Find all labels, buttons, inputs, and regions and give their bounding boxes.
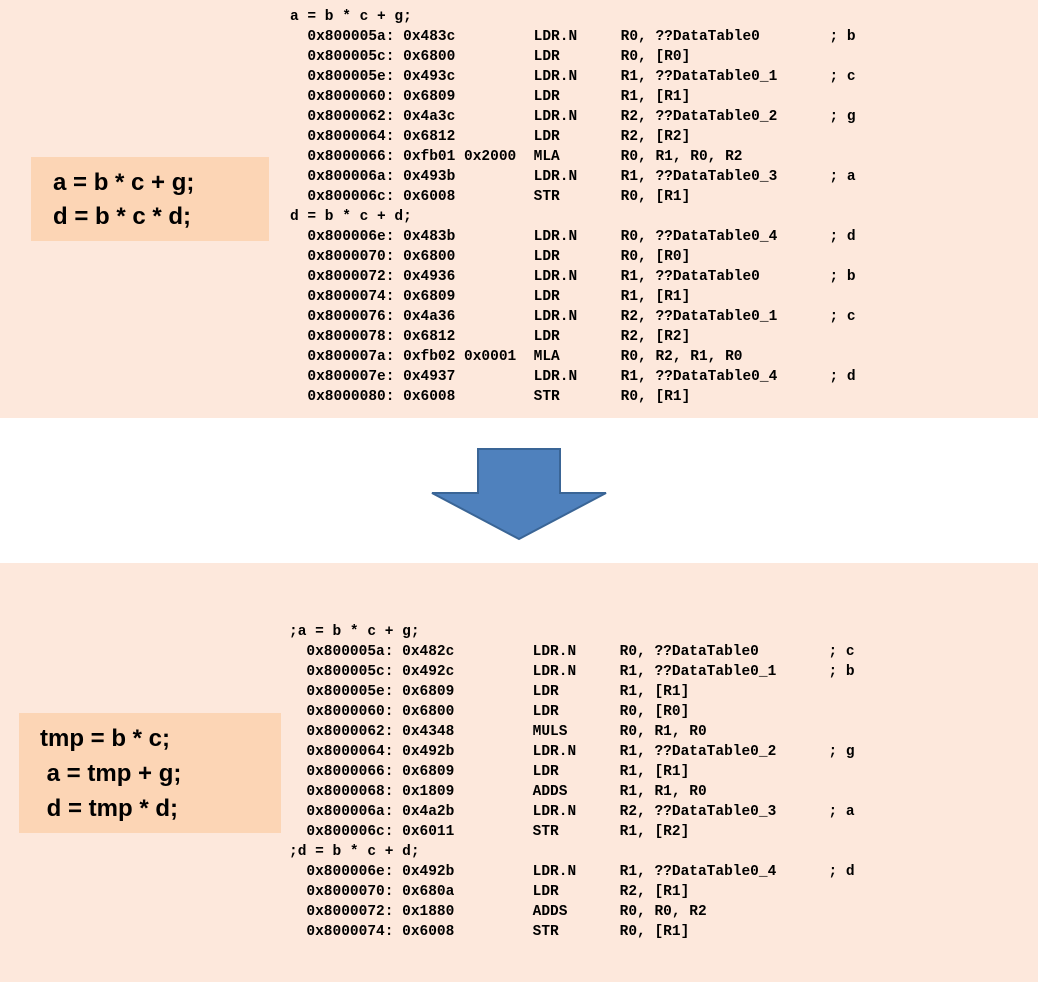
asm-line: 0x8000062: 0x4348 MULS R0, R1, R0 xyxy=(289,724,707,740)
asm-comment-line: d = b * c + d; xyxy=(290,209,412,225)
asm-line: 0x8000070: 0x680a LDR R2, [R1] xyxy=(289,884,690,900)
asm-line: 0x8000062: 0x4a3c LDR.N R2, ??DataTable0… xyxy=(290,109,856,125)
optimized-source-box: tmp = b * c; a = tmp + g; d = tmp * d; xyxy=(19,713,281,833)
asm-line: 0x8000074: 0x6809 LDR R1, [R1] xyxy=(290,289,691,305)
source-line: a = tmp + g; xyxy=(40,760,182,787)
asm-line: 0x800006e: 0x492b LDR.N R1, ??DataTable0… xyxy=(289,864,855,880)
asm-line: 0x800007e: 0x4937 LDR.N R1, ??DataTable0… xyxy=(290,369,856,385)
down-arrow-shape xyxy=(431,448,607,541)
source-line: a = b * c + g; xyxy=(53,169,195,196)
asm-line: 0x800007a: 0xfb02 0x0001 MLA R0, R2, R1,… xyxy=(290,349,743,365)
asm-line: 0x8000076: 0x4a36 LDR.N R2, ??DataTable0… xyxy=(290,309,856,325)
asm-line: 0x800006c: 0x6008 STR R0, [R1] xyxy=(290,189,691,205)
asm-line: 0x800005a: 0x482c LDR.N R0, ??DataTable0… xyxy=(289,644,855,660)
asm-line: 0x8000070: 0x6800 LDR R0, [R0] xyxy=(290,249,691,265)
asm-line: 0x8000066: 0x6809 LDR R1, [R1] xyxy=(289,764,690,780)
source-line: tmp = b * c; xyxy=(40,725,171,752)
asm-line: 0x800005e: 0x6809 LDR R1, [R1] xyxy=(289,684,690,700)
original-assembly-listing: a = b * c + g; 0x800005a: 0x483c LDR.N R… xyxy=(290,7,856,407)
original-source-box: a = b * c + g; d = b * c * d; xyxy=(31,157,269,241)
asm-comment-line: ;d = b * c + d; xyxy=(289,844,420,860)
optimized-assembly-listing: ;a = b * c + g; 0x800005a: 0x482c LDR.N … xyxy=(289,622,855,942)
asm-line: 0x8000072: 0x1880 ADDS R0, R0, R2 xyxy=(289,904,707,920)
asm-line: 0x800006c: 0x6011 STR R1, [R2] xyxy=(289,824,690,840)
asm-line: 0x8000072: 0x4936 LDR.N R1, ??DataTable0… xyxy=(290,269,856,285)
asm-line: 0x8000080: 0x6008 STR R0, [R1] xyxy=(290,389,691,405)
asm-line: 0x800005c: 0x6800 LDR R0, [R0] xyxy=(290,49,691,65)
source-line: d = tmp * d; xyxy=(40,795,178,822)
asm-line: 0x800006a: 0x493b LDR.N R1, ??DataTable0… xyxy=(290,169,856,185)
asm-line: 0x8000078: 0x6812 LDR R2, [R2] xyxy=(290,329,691,345)
asm-line: 0x8000064: 0x492b LDR.N R1, ??DataTable0… xyxy=(289,744,855,760)
asm-line: 0x800005e: 0x493c LDR.N R1, ??DataTable0… xyxy=(290,69,856,85)
asm-line: 0x800006e: 0x483b LDR.N R0, ??DataTable0… xyxy=(290,229,856,245)
down-arrow-icon xyxy=(431,448,607,541)
asm-line: 0x800006a: 0x4a2b LDR.N R2, ??DataTable0… xyxy=(289,804,855,820)
asm-line: 0x8000064: 0x6812 LDR R2, [R2] xyxy=(290,129,691,145)
asm-line: 0x800005a: 0x483c LDR.N R0, ??DataTable0… xyxy=(290,29,856,45)
asm-comment-line: ;a = b * c + g; xyxy=(289,624,420,640)
asm-line: 0x8000074: 0x6008 STR R0, [R1] xyxy=(289,924,690,940)
source-line: d = b * c * d; xyxy=(53,203,192,230)
asm-comment-line: a = b * c + g; xyxy=(290,9,412,25)
asm-line: 0x8000068: 0x1809 ADDS R1, R1, R0 xyxy=(289,784,707,800)
asm-line: 0x8000060: 0x6800 LDR R0, [R0] xyxy=(289,704,690,720)
asm-line: 0x8000060: 0x6809 LDR R1, [R1] xyxy=(290,89,691,105)
asm-line: 0x800005c: 0x492c LDR.N R1, ??DataTable0… xyxy=(289,664,855,680)
asm-line: 0x8000066: 0xfb01 0x2000 MLA R0, R1, R0,… xyxy=(290,149,743,165)
